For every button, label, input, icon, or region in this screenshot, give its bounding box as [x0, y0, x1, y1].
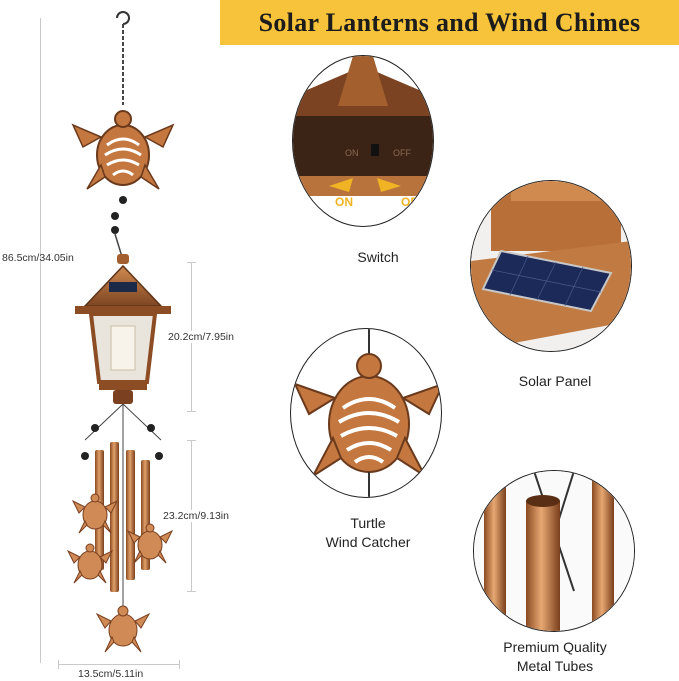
on-arrow-icon — [329, 178, 353, 192]
solar-panel-caption: Solar Panel — [500, 372, 610, 391]
width-line — [58, 664, 180, 665]
top-turtle-icon — [71, 110, 175, 190]
width-tick-left — [58, 660, 59, 669]
width-tick-right — [179, 660, 180, 669]
switch-off-label: OFF — [401, 195, 425, 209]
lantern-height-tick-bottom — [187, 411, 196, 412]
solar-panel-detail-circle — [470, 180, 632, 352]
embossed-off-text: OFF — [393, 148, 411, 158]
turtle-caption-line1: Turtle — [350, 515, 386, 531]
switch-caption: Switch — [328, 248, 428, 267]
tubes-caption: Premium Quality Metal Tubes — [480, 638, 630, 676]
turtle-detail-circle — [290, 328, 442, 498]
chime-height-label: 23.2cm/9.13in — [163, 510, 229, 522]
wind-chime-product-image — [66, 11, 175, 653]
switch-detail-image: ON OFF ON OFF — [293, 56, 433, 209]
switch-on-label: ON — [335, 195, 353, 209]
small-turtle-icon — [66, 543, 114, 584]
chime-height-tick-top — [187, 440, 196, 441]
solar-panel-detail-image — [471, 181, 631, 351]
turtle-caption: Turtle Wind Catcher — [318, 514, 418, 552]
tubes-caption-line2: Metal Tubes — [516, 658, 594, 674]
switch-detail-circle: ON OFF ON OFF — [292, 55, 434, 227]
total-height-label: 86.5cm/34.05in — [2, 252, 74, 264]
off-arrow-icon — [377, 178, 401, 192]
chime-height-tick-bottom — [187, 591, 196, 592]
embossed-on-text: ON — [345, 148, 359, 158]
small-turtle-icon — [71, 493, 119, 534]
width-label: 13.5cm/5.11in — [78, 668, 144, 680]
turtle-caption-line2: Wind Catcher — [325, 534, 411, 550]
solar-lantern-icon — [75, 254, 171, 404]
switch-caption-text: Switch — [357, 249, 399, 265]
small-turtle-icon — [95, 605, 151, 653]
hook-icon — [116, 11, 130, 25]
turtle-detail-image — [293, 329, 441, 497]
tubes-caption-line1: Premium Quality — [503, 639, 607, 655]
lantern-height-label: 20.2cm/7.95in — [168, 331, 234, 343]
title-banner: Solar Lanterns and Wind Chimes — [220, 0, 679, 45]
banner-title: Solar Lanterns and Wind Chimes — [258, 8, 641, 37]
total-height-line — [40, 18, 41, 663]
lantern-height-tick-top — [187, 262, 196, 263]
turtle-wind-catcher-icon — [293, 353, 441, 479]
tubes-detail-image — [474, 471, 634, 631]
tubes-detail-circle — [473, 470, 635, 632]
small-turtle-icon — [126, 523, 174, 564]
solar-panel-caption-text: Solar Panel — [518, 373, 592, 389]
